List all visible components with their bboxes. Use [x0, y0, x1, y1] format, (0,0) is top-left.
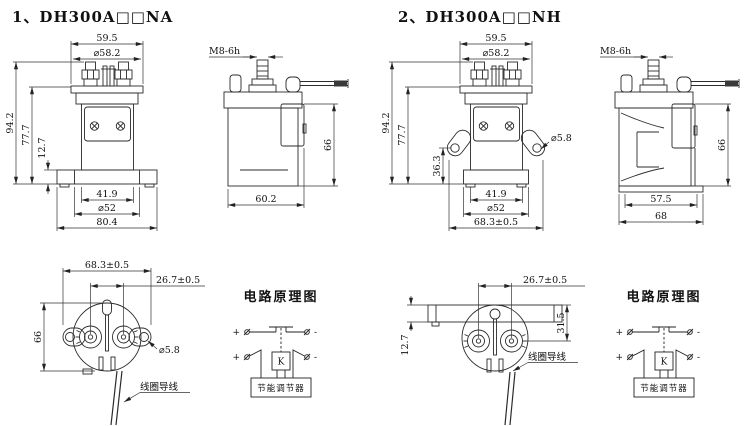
na-front-dimensions: 59.5 ⌀58.2 94.2 77.7 12.7 41.9 ⌀52 80.4: [5, 33, 158, 231]
nh-side-view: [614, 59, 740, 193]
dim-nh-width-over-ears: 68.3±0.5: [474, 217, 518, 228]
dim-nh-depth-total: 68: [655, 211, 667, 222]
dim-na-bottom-height: 66: [33, 331, 44, 343]
na-main-minus: -: [314, 328, 317, 338]
dim-na-width-flange: 80.4: [96, 217, 117, 228]
dim-na-width-over-ears: 68.3±0.5: [85, 260, 129, 271]
dim-nh-side-height: 66: [717, 139, 728, 151]
na-coil-plus: +: [232, 353, 240, 363]
na-coil-minus: -: [314, 353, 317, 363]
dim-na-dia-body: ⌀52: [98, 203, 116, 214]
dim-nh-offset: 31.5: [556, 312, 567, 333]
nh-main-minus: -: [697, 328, 700, 338]
dim-nh-width-inner: 41.9: [485, 189, 506, 200]
na-front-view: [56, 61, 158, 188]
na-circuit-diagram: 电路原理图 + - + - K 节能调节器: [232, 289, 318, 398]
dim-na-flange-thickness: 12.7: [37, 137, 48, 158]
dim-nh-height-body: 77.7: [397, 124, 408, 145]
nh-main-plus: +: [615, 328, 623, 338]
dim-nh-dia-top: ⌀58.2: [483, 48, 510, 59]
dim-na-thread: M8-6h: [209, 46, 240, 57]
nh-side-dimensions: M8-6h 66 57.5 68: [600, 46, 731, 225]
dim-na-depth: 60.2: [255, 194, 276, 205]
na-circuit-title: 电路原理图: [243, 289, 318, 305]
na-bottom-dimensions: 68.3±0.5 26.7±0.5 66 ⌀5.8 线圈导线: [33, 260, 205, 403]
dim-nh-thread: M8-6h: [600, 46, 631, 57]
dim-na-width-inner: 41.9: [96, 189, 117, 200]
dim-na-terminal-pitch: 26.7±0.5: [156, 275, 200, 286]
nh-coil-symbol: K: [661, 358, 668, 368]
na-bottom-view: [62, 299, 152, 426]
nh-coil-minus: -: [697, 353, 700, 363]
dim-na-side-height: 66: [323, 139, 334, 151]
nh-front-dimensions: 59.5 ⌀58.2 94.2 77.7 36.3 ⌀5.8 41.9 ⌀52 …: [381, 33, 572, 231]
dim-nh-height-total: 94.2: [381, 112, 392, 133]
na-side-dimensions: M8-6h 66 60.2: [209, 46, 338, 208]
nh-circuit-title: 电路原理图: [626, 289, 701, 305]
dim-na-height-total: 94.2: [5, 112, 16, 133]
dim-nh-ear-height: 36.3: [432, 155, 443, 176]
dim-nh-width-top: 59.5: [485, 33, 506, 44]
label-nh-coil-leads: 线圈导线: [528, 351, 567, 363]
section-title-nh: 2、DH300A□□NH: [398, 8, 562, 26]
nh-circuit-diagram: 电路原理图 + - + - K 节能调节器: [615, 289, 701, 398]
dim-nh-hole-dia: ⌀5.8: [551, 133, 572, 144]
dim-nh-depth-inner: 57.5: [650, 194, 671, 205]
dim-nh-terminal-pitch: 26.7±0.5: [523, 275, 567, 286]
na-main-plus: +: [232, 328, 240, 338]
dim-na-dia-top: ⌀58.2: [94, 48, 121, 59]
dim-na-width-top: 59.5: [96, 33, 117, 44]
label-na-coil-leads: 线圈导线: [140, 381, 179, 393]
section-title-na: 1、DH300A□□NA: [12, 8, 174, 26]
na-coil-symbol: K: [278, 358, 285, 368]
nh-bottom-view: [427, 304, 563, 426]
na-regulator-label: 节能调节器: [257, 383, 305, 394]
nh-coil-plus: +: [615, 353, 623, 363]
dim-nh-plate-thickness: 12.7: [400, 334, 411, 355]
nh-bottom-dimensions: 26.7±0.5 12.7 31.5 线圈导线: [400, 275, 585, 372]
dim-nh-dia-body: ⌀52: [487, 203, 505, 214]
dim-na-hole-dia: ⌀5.8: [159, 345, 180, 356]
dim-na-height-body: 77.7: [21, 124, 32, 145]
na-side-view: [223, 59, 349, 187]
nh-regulator-label: 节能调节器: [640, 383, 688, 394]
